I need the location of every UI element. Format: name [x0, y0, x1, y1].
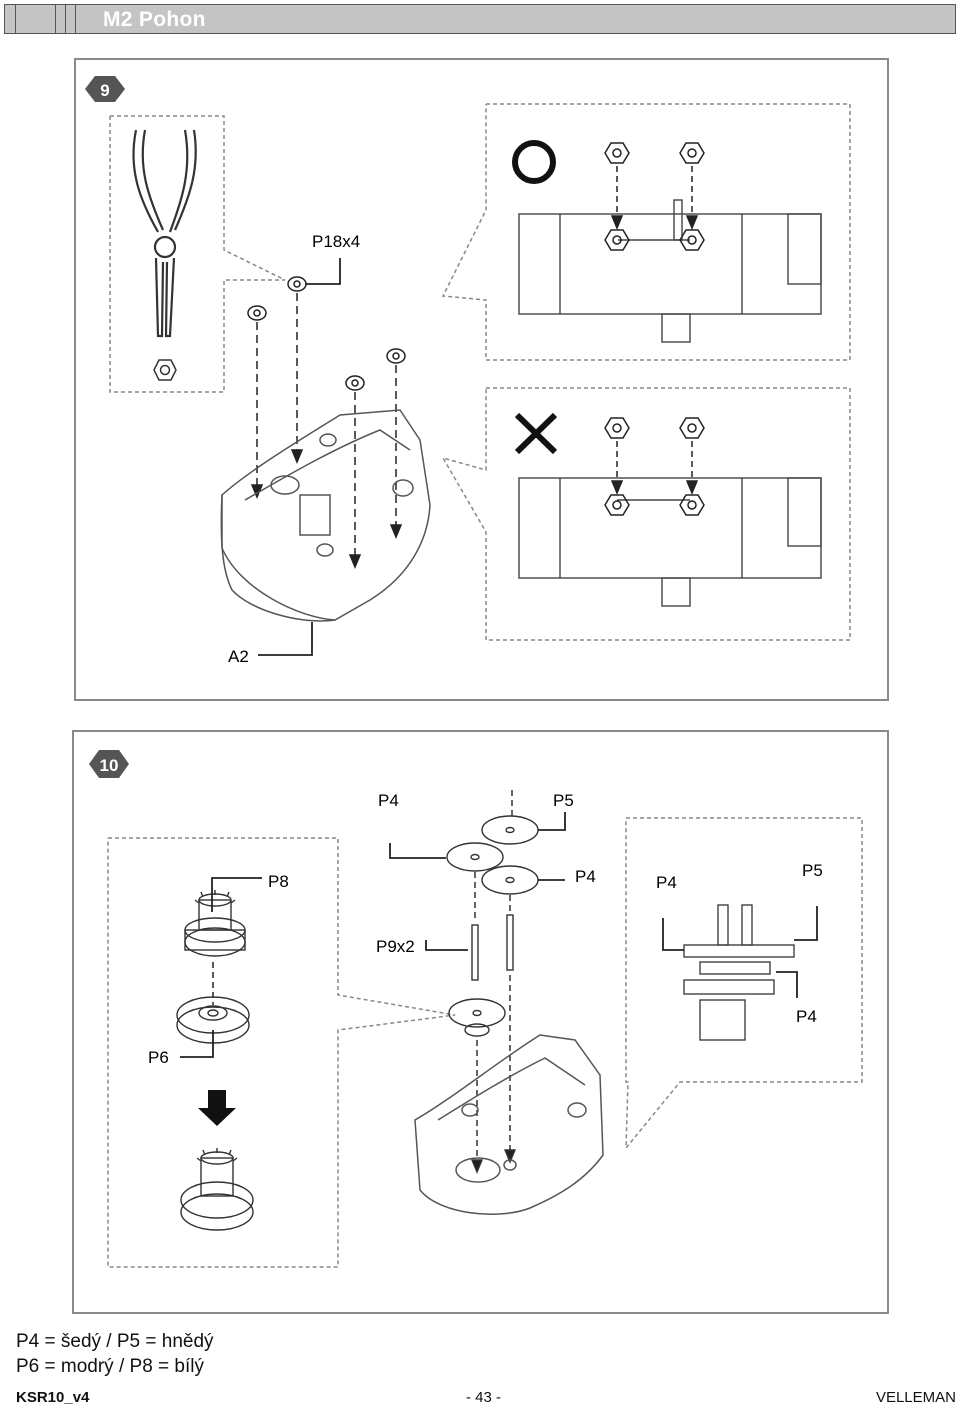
- base-callout-label: A2: [228, 647, 249, 666]
- nut-arrows: [247, 258, 406, 569]
- gear-icon: [448, 998, 506, 1037]
- pliers-icon: [132, 129, 197, 338]
- hex-nut-icon: [679, 229, 705, 251]
- footer-doc-code: KSR10_v4: [16, 1389, 90, 1406]
- inset-p4-label: P4: [656, 873, 677, 892]
- p8-label: P8: [268, 872, 289, 891]
- step-9-illustration: 9 P18x4: [85, 76, 851, 666]
- gear-icon: [446, 842, 504, 872]
- hex-nut-icon: [247, 305, 267, 321]
- section-title: M2 Pohon: [103, 8, 206, 31]
- correct-example: [441, 103, 851, 361]
- top-p4-label: P4: [378, 791, 399, 810]
- wrong-cross-icon: [514, 412, 558, 455]
- hex-nut-icon: [604, 417, 630, 439]
- gear-icon: [481, 815, 539, 845]
- down-arrow-icon: [198, 1090, 236, 1126]
- mid-p4-label: P4: [575, 867, 596, 886]
- header-square: [15, 5, 56, 33]
- correct-circle-icon: [512, 140, 556, 184]
- inset-p4-low-label: P4: [796, 1007, 817, 1026]
- step-9-panel: 9 P18x4: [74, 58, 889, 701]
- step-10-panel: 10 P8 P6: [72, 730, 889, 1314]
- tool-box: [109, 115, 286, 393]
- gear-icon: [481, 865, 539, 895]
- header-square: [5, 5, 16, 33]
- header-square: [65, 5, 76, 33]
- hex-nut-icon: [153, 359, 177, 381]
- step-9-number: 9: [100, 81, 109, 100]
- hex-nut-icon: [679, 494, 705, 516]
- hex-nut-icon: [604, 494, 630, 516]
- footer-page-number: - 43 -: [466, 1389, 502, 1406]
- color-legend-line-1: P4 = šedý / P5 = hnědý: [16, 1331, 214, 1352]
- gear-icon: [184, 890, 246, 957]
- hex-nut-icon: [604, 142, 630, 164]
- step-10-number: 10: [100, 756, 119, 775]
- hex-nut-icon: [345, 375, 365, 391]
- hex-nut-icon: [604, 229, 630, 251]
- hex-nut-icon: [679, 417, 705, 439]
- footer-brand: VELLEMAN: [875, 1389, 956, 1406]
- hex-nut-icon: [679, 142, 705, 164]
- nut-callout-label: P18x4: [312, 232, 360, 251]
- base-housing: [220, 409, 431, 622]
- top-p5-label: P5: [553, 791, 574, 810]
- gear-icon: [180, 1148, 254, 1231]
- step-10-illustration: 10 P8 P6: [89, 750, 863, 1268]
- hex-nut-icon: [287, 276, 307, 292]
- hex-nut-icon: [386, 348, 406, 364]
- color-legend-line-2: P6 = modrý / P8 = bílý: [16, 1356, 204, 1377]
- p6-label: P6: [148, 1048, 169, 1067]
- p9-label: P9x2: [376, 937, 415, 956]
- housing: [414, 1034, 604, 1215]
- step-9-badge: 9: [85, 76, 125, 102]
- header-square: [55, 5, 66, 33]
- center-gears: [389, 790, 566, 1174]
- section-header: M2 Pohon: [4, 4, 956, 34]
- assembled-inset: [625, 817, 863, 1151]
- wrong-example: [441, 387, 851, 641]
- inset-p5-label: P5: [802, 861, 823, 880]
- gear-assembly-box: P8 P6: [107, 837, 456, 1268]
- step-10-badge: 10: [89, 750, 129, 778]
